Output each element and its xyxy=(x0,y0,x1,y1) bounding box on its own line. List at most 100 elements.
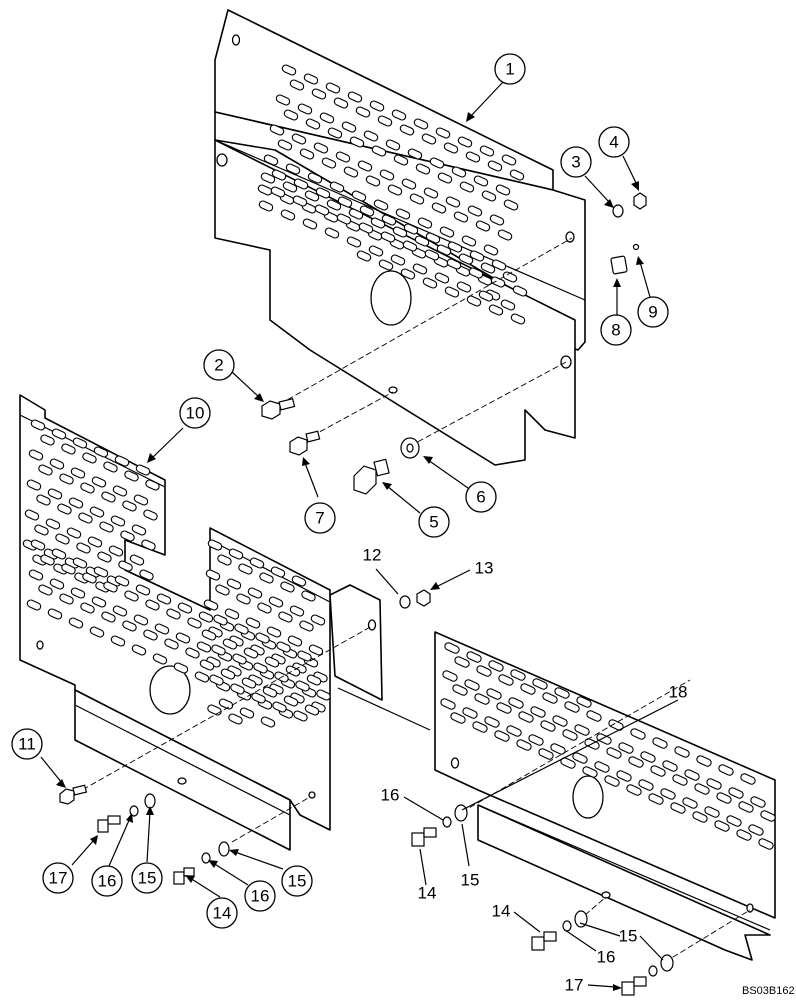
slot xyxy=(378,259,394,271)
slot xyxy=(259,572,274,584)
svg-text:14: 14 xyxy=(492,902,511,921)
slot xyxy=(297,103,313,115)
slot xyxy=(215,584,230,596)
svg-text:16: 16 xyxy=(251,887,270,906)
slot xyxy=(491,259,507,271)
svg-text:2: 2 xyxy=(214,356,223,375)
slot xyxy=(93,446,109,458)
slot xyxy=(232,653,247,665)
slot xyxy=(425,232,441,244)
svg-text:16: 16 xyxy=(597,948,616,967)
svg-text:9: 9 xyxy=(648,303,657,322)
label-17-bottom: 17 xyxy=(565,976,584,995)
panel-1-top-screen xyxy=(214,9,586,466)
svg-text:14: 14 xyxy=(418,884,437,903)
slot xyxy=(59,593,74,605)
slot xyxy=(462,707,478,719)
slot xyxy=(283,109,299,121)
slot xyxy=(47,488,63,500)
slot xyxy=(412,263,428,275)
slot xyxy=(280,209,296,221)
slot xyxy=(716,792,732,804)
slot xyxy=(343,166,359,178)
slot xyxy=(341,121,357,133)
callout-15-left: 15 xyxy=(131,862,163,894)
slot xyxy=(319,112,335,124)
slot xyxy=(297,650,312,662)
slot xyxy=(230,683,245,695)
hardware xyxy=(59,192,674,996)
callout-3: 3 xyxy=(560,146,592,178)
slot xyxy=(349,136,365,148)
slot xyxy=(498,674,514,686)
slot xyxy=(145,479,160,491)
slot xyxy=(750,796,766,808)
slot xyxy=(329,181,345,193)
slot xyxy=(532,678,548,690)
slot xyxy=(314,204,330,216)
slot xyxy=(346,236,362,248)
slot xyxy=(682,797,698,809)
slot xyxy=(89,506,105,518)
slot xyxy=(495,184,511,196)
slot xyxy=(257,602,272,614)
slot xyxy=(313,142,329,154)
slot xyxy=(289,79,305,91)
slot xyxy=(28,569,44,581)
slot xyxy=(177,602,193,614)
callout-6: 6 xyxy=(465,481,497,513)
washer-15d xyxy=(574,910,588,928)
slot xyxy=(494,730,510,742)
slot xyxy=(509,169,525,181)
slot xyxy=(456,281,472,293)
slot xyxy=(363,130,379,142)
svg-text:18: 18 xyxy=(669,683,688,702)
washer-15e xyxy=(660,954,674,972)
slot xyxy=(497,229,513,241)
bolt-2 xyxy=(261,398,296,420)
drawing-code: BS03B162 xyxy=(742,985,795,997)
slot xyxy=(738,801,754,813)
callout-5: 5 xyxy=(418,506,450,538)
leader-lines xyxy=(40,81,679,991)
slot xyxy=(266,626,282,638)
slot xyxy=(468,267,484,279)
slot xyxy=(198,611,214,623)
slot xyxy=(500,299,516,311)
slot xyxy=(205,569,221,581)
slot xyxy=(466,651,482,663)
slot xyxy=(45,518,61,530)
slot xyxy=(478,290,494,302)
slot xyxy=(444,286,460,298)
bolt-7 xyxy=(289,430,321,456)
slot xyxy=(34,524,49,536)
slot xyxy=(748,824,764,836)
slot xyxy=(258,200,274,212)
slot xyxy=(124,590,139,602)
slot xyxy=(422,277,438,289)
slot xyxy=(70,467,86,479)
slot xyxy=(371,145,387,157)
slot xyxy=(278,611,293,623)
slot xyxy=(368,245,384,257)
slot xyxy=(30,539,46,551)
slot xyxy=(243,647,259,659)
slot xyxy=(129,554,145,566)
bolt-14a xyxy=(173,871,185,885)
slot xyxy=(714,820,730,832)
slot xyxy=(414,235,430,247)
slot xyxy=(684,769,700,781)
slot xyxy=(185,647,200,659)
slot xyxy=(287,635,303,647)
slot xyxy=(66,527,82,539)
slot xyxy=(530,706,546,718)
slot xyxy=(80,602,95,614)
label-16-bottom: 16 xyxy=(597,948,616,967)
slot xyxy=(576,696,592,708)
callout-1: 1 xyxy=(494,53,526,85)
slot xyxy=(295,680,310,692)
slot xyxy=(239,707,255,719)
pin-9 xyxy=(632,243,640,251)
svg-text:10: 10 xyxy=(186,404,205,423)
callout-2: 2 xyxy=(203,349,235,381)
